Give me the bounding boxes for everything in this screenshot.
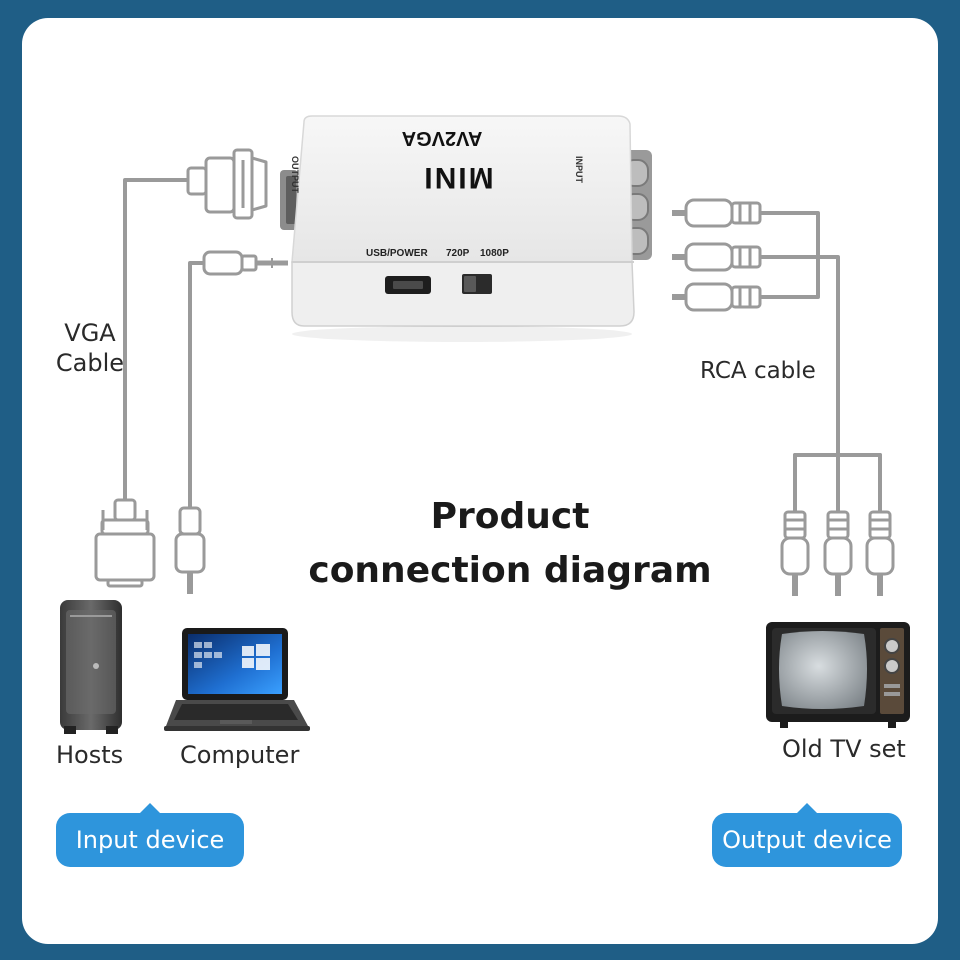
device-input-label: INPUT xyxy=(574,156,584,183)
output-device-button: Output device xyxy=(712,803,902,867)
rca-plugs-top xyxy=(672,198,762,312)
old-tv-label: Old TV set xyxy=(782,735,906,763)
device-model-label: MINI xyxy=(422,161,494,194)
device-switch-720-label: 720P xyxy=(446,248,470,259)
input-device-pointer xyxy=(139,803,161,814)
av2vga-converter xyxy=(280,115,652,342)
rca-cable-label: RCA cable xyxy=(700,358,816,384)
output-device-pointer xyxy=(796,803,818,814)
input-device-label: Input device xyxy=(75,826,225,854)
vga-plug-bottom xyxy=(94,498,156,588)
diagram-title-line1: Product xyxy=(430,496,590,537)
diagram-title: Product connection diagram xyxy=(250,490,770,598)
diagram-title-line2: connection diagram xyxy=(308,550,712,591)
device-switch-1080-label: 1080P xyxy=(480,248,509,259)
audio-cable xyxy=(188,261,206,512)
output-device-label: Output device xyxy=(722,826,892,854)
hosts-label: Hosts xyxy=(56,741,124,769)
device-output-label: OUTPUT xyxy=(290,156,300,193)
vga-cable-label-line1: VGA xyxy=(64,319,116,347)
host-tower-icon xyxy=(60,600,122,734)
vga-plug-top xyxy=(186,148,268,220)
audio-plug-bottom xyxy=(174,506,206,594)
rca-plugs-bottom xyxy=(780,510,895,596)
laptop-icon xyxy=(164,628,310,731)
input-device-button: Input device xyxy=(56,803,244,867)
device-brand-label: AV2VGA xyxy=(401,127,483,149)
vga-cable xyxy=(123,178,190,502)
rca-cable xyxy=(758,211,882,514)
old-tv-icon xyxy=(766,622,910,728)
audio-plug-top xyxy=(202,250,288,276)
device-power-label: USB/POWER xyxy=(366,248,428,259)
computer-label: Computer xyxy=(180,741,300,769)
vga-cable-label-line2: Cable xyxy=(55,349,125,377)
